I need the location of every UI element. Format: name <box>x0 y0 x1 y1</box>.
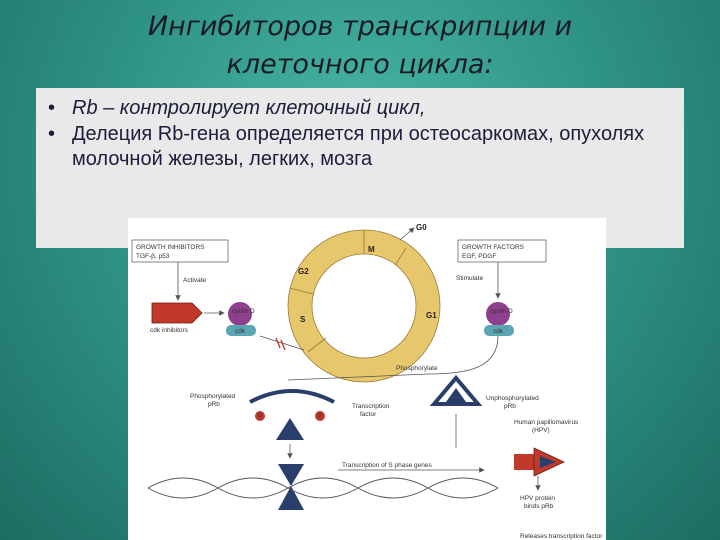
hpv-protein-line2: binds pRb <box>524 503 554 510</box>
hpv-bound-prb <box>540 456 556 468</box>
bullet-marker: • <box>48 123 56 145</box>
block-mark <box>275 337 281 349</box>
hpv-line1: Human papillomavirus <box>514 419 579 426</box>
ring-inner-edge <box>311 253 417 359</box>
title-line-2: клеточного цикла: <box>226 49 494 80</box>
hpv-line2: (HPV) <box>532 427 550 434</box>
box-right-line2: EGF, PDGF <box>462 253 496 260</box>
transcription-factor-free <box>276 418 304 440</box>
slide-title: Ингибиторов транскрипции и клеточного ци… <box>40 8 680 84</box>
phosphorylated-prb-arc <box>249 389 335 404</box>
phosphorylate-path <box>287 335 499 381</box>
hpv-protein-line1: HPV protein <box>520 495 555 502</box>
tf-dna-bottom <box>278 486 304 510</box>
bullet-item-deletion: • Делеция Rb-гена определяется при остео… <box>46 122 674 172</box>
tf-dna-top <box>278 464 304 486</box>
phase-g1-label: G1 <box>426 311 437 320</box>
unphospho-prb-line1: Unphosphorylated <box>486 395 539 402</box>
dna-strand-2 <box>147 477 499 499</box>
tf-label-line2: factor <box>360 411 377 418</box>
phase-m-label: M <box>368 245 375 254</box>
ring-divider <box>289 287 314 295</box>
cdk-left <box>226 325 256 336</box>
bound-transcription-factor <box>446 388 466 402</box>
transcription-s-label: Transcription of S phase genes <box>342 462 432 469</box>
ring-divider <box>395 247 407 265</box>
hpv-protein-body <box>514 454 534 470</box>
title-line-1: Ингибиторов транскрипции и <box>147 11 573 42</box>
phosphate-right-label: P <box>318 413 322 420</box>
diagram-svg: GROWTH INHIBITORS TGF-β, p53 Activate cd… <box>131 223 603 540</box>
bottom-label: Releases transcription factor <box>520 533 603 540</box>
phase-s-label: S <box>300 315 306 324</box>
block-mark <box>280 339 286 351</box>
phosphate-right <box>315 411 325 421</box>
bullet-item-rb: • Rb – контролирует клеточный цикл, <box>46 96 674 121</box>
phase-g2-label: G2 <box>298 267 309 276</box>
g0-arrow <box>399 227 415 241</box>
bullet-text: Делеция Rb-гена определяется при остеоса… <box>72 123 645 170</box>
cell-cycle-ring <box>288 230 440 382</box>
bullet-text: Rb – контролирует клеточный цикл, <box>72 97 426 119</box>
cyclin-d-right-label: cyclin D <box>490 308 513 315</box>
cyclin-d-right <box>486 302 510 326</box>
cell-cycle-diagram: GROWTH INHIBITORS TGF-β, p53 Activate cd… <box>128 218 606 540</box>
box-left-line1: GROWTH INHIBITORS <box>136 244 205 251</box>
phase-g0-label: G0 <box>416 223 427 232</box>
unphosphorylated-prb <box>429 374 483 406</box>
phospho-prb-line1: Phosphorylated <box>190 393 236 400</box>
phosphate-left-label: P <box>258 413 262 420</box>
box-right-line1: GROWTH FACTORS <box>462 244 525 251</box>
unphospho-prb-line2: pRb <box>504 403 516 410</box>
phospho-prb-line2: pRb <box>208 401 220 408</box>
cdk-left-label: cdk <box>235 328 246 335</box>
cyclin-d-left <box>228 302 252 326</box>
cdk-inhibitor-shape <box>151 302 203 324</box>
ring-divider <box>307 337 327 353</box>
cdk-right <box>484 325 514 336</box>
box-left-line2: TGF-β, p53 <box>136 253 170 260</box>
growth-inhibitors-box <box>131 239 229 263</box>
bullet-marker: • <box>48 97 56 119</box>
cyclin-d-left-label: cyclin D <box>232 308 255 315</box>
dna-strand-1 <box>147 477 499 499</box>
activate-label: Activate <box>183 277 207 284</box>
phosphorylate-label: Phosphorylate <box>396 365 438 372</box>
phosphate-left <box>255 411 265 421</box>
cdk-right-label: cdk <box>493 328 504 335</box>
growth-factors-box <box>457 239 547 263</box>
stimulate-label: Stimulate <box>456 275 483 282</box>
tf-label-line1: Transcription <box>352 403 390 410</box>
cdk-inhibitors-label: cdk inhibitors <box>150 327 189 334</box>
